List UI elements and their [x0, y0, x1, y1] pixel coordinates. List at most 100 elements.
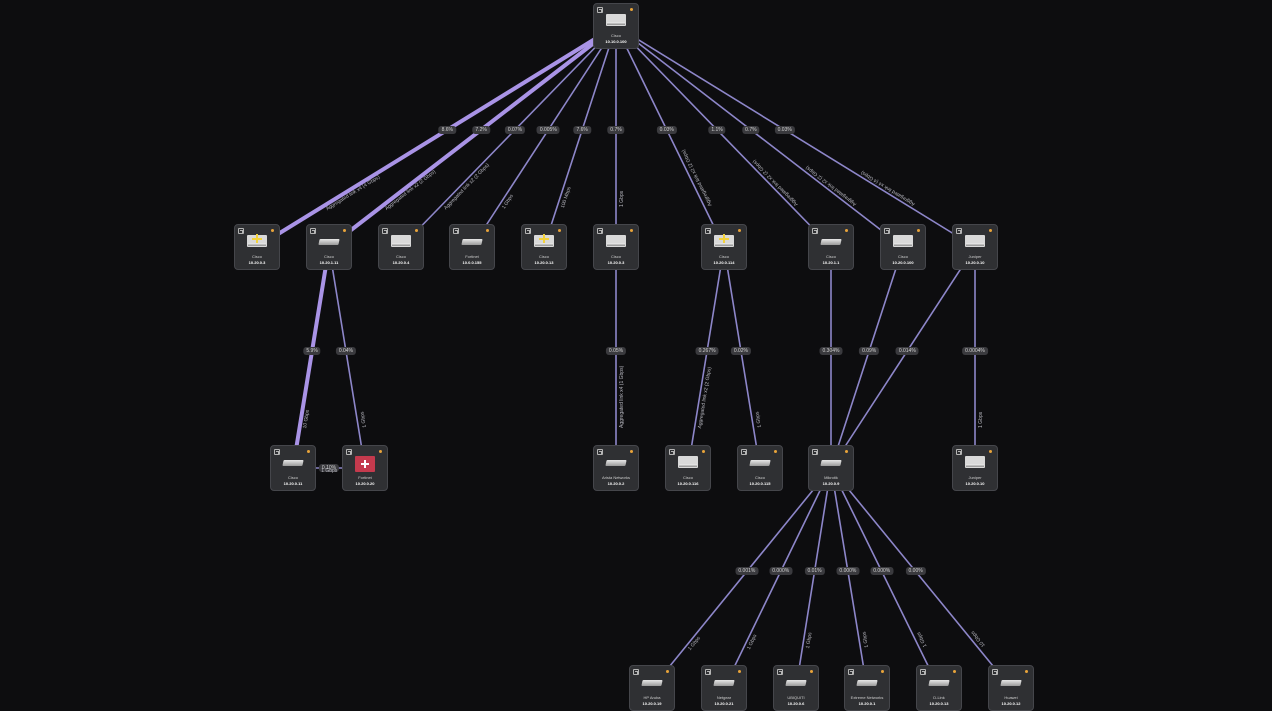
status-dot-icon	[845, 450, 848, 453]
link-root-n10[interactable]	[615, 25, 976, 248]
link-n7-m5[interactable]	[723, 246, 761, 469]
expand-box-icon[interactable]	[310, 228, 316, 234]
link-m6-b4[interactable]	[830, 467, 868, 689]
network-switch-icon	[820, 239, 842, 245]
link-m6-b2[interactable]	[723, 467, 832, 689]
link-root-n1[interactable]	[255, 24, 618, 249]
link-m6-b6[interactable]	[830, 467, 1012, 689]
network-switch-icon	[318, 239, 340, 245]
link-root-n2[interactable]	[327, 24, 618, 249]
device-name: Cisco	[287, 475, 298, 480]
link-n2-m1[interactable]	[291, 245, 331, 470]
link-n2-m2[interactable]	[328, 246, 366, 469]
expand-box-icon[interactable]	[597, 7, 603, 13]
link-utilization-badge: 0.03%	[656, 125, 677, 134]
link-root-n5[interactable]	[543, 25, 617, 248]
device-name: UBIQUITI	[787, 695, 805, 700]
expand-box-icon[interactable]	[597, 449, 603, 455]
link-root-n7[interactable]	[615, 25, 725, 248]
expand-box-icon[interactable]	[956, 228, 962, 234]
status-dot-icon	[881, 670, 884, 673]
expand-box-icon[interactable]	[274, 449, 280, 455]
status-dot-icon	[271, 229, 274, 232]
expand-box-icon[interactable]	[992, 669, 998, 675]
device-name: Arista Networks	[601, 475, 630, 480]
link-utilization-badge: 0.000%	[836, 567, 860, 576]
expand-box-icon[interactable]	[705, 228, 711, 234]
link-root-n8[interactable]	[615, 25, 832, 248]
expand-box-icon[interactable]	[956, 449, 962, 455]
network-switch-icon	[606, 14, 626, 26]
status-dot-icon	[917, 229, 920, 232]
device-ip: 10.20.0.20	[355, 481, 375, 486]
link-m6-b1[interactable]	[651, 467, 832, 689]
expand-box-icon[interactable]	[920, 669, 926, 675]
expand-box-icon[interactable]	[848, 669, 854, 675]
expand-box-icon[interactable]	[633, 669, 639, 675]
device-image	[534, 234, 554, 249]
device-image	[856, 676, 878, 690]
device-ip: 10.20.0.100	[892, 260, 914, 265]
link-speed-label: Aggregated link x4 (1 Gbps)	[619, 365, 625, 429]
expand-box-icon[interactable]	[669, 449, 675, 455]
expand-box-icon[interactable]	[453, 228, 459, 234]
link-speed-label: 1 Gbps	[978, 412, 984, 429]
status-dot-icon	[415, 229, 418, 232]
expand-box-icon[interactable]	[705, 669, 711, 675]
network-switch-icon	[1000, 680, 1022, 686]
link-root-n9[interactable]	[615, 25, 904, 248]
device-ip: 10.20.0.6	[787, 701, 805, 706]
plus-icon	[361, 460, 369, 468]
device-image	[605, 456, 627, 470]
link-n10-m6[interactable]	[830, 246, 976, 469]
link-m6-b3[interactable]	[795, 467, 832, 689]
expand-box-icon[interactable]	[884, 228, 890, 234]
status-dot-icon	[845, 229, 848, 232]
device-ip: 10.20.0.116	[677, 481, 699, 486]
expand-box-icon[interactable]	[741, 449, 747, 455]
link-utilization-badge: 0.304%	[819, 346, 843, 355]
network-switch-icon	[534, 234, 554, 247]
link-root-n4[interactable]	[471, 25, 617, 248]
expand-box-icon[interactable]	[382, 228, 388, 234]
link-root-n3[interactable]	[400, 25, 617, 248]
link-n7-m4[interactable]	[687, 246, 725, 469]
expand-box-icon[interactable]	[777, 669, 783, 675]
link-n9-m6[interactable]	[830, 246, 904, 469]
expand-box-icon[interactable]	[238, 228, 244, 234]
device-name: Cisco	[610, 254, 621, 259]
link-utilization-badge: 0.000%	[870, 567, 894, 576]
device-ip: 10.20.0.19	[642, 701, 662, 706]
expand-box-icon[interactable]	[525, 228, 531, 234]
expand-box-icon[interactable]	[812, 228, 818, 234]
expand-box-icon[interactable]	[597, 228, 603, 234]
expand-box-icon[interactable]	[812, 449, 818, 455]
device-image	[965, 456, 985, 470]
expand-box-icon[interactable]	[346, 449, 352, 455]
link-m6-b5[interactable]	[830, 467, 940, 689]
